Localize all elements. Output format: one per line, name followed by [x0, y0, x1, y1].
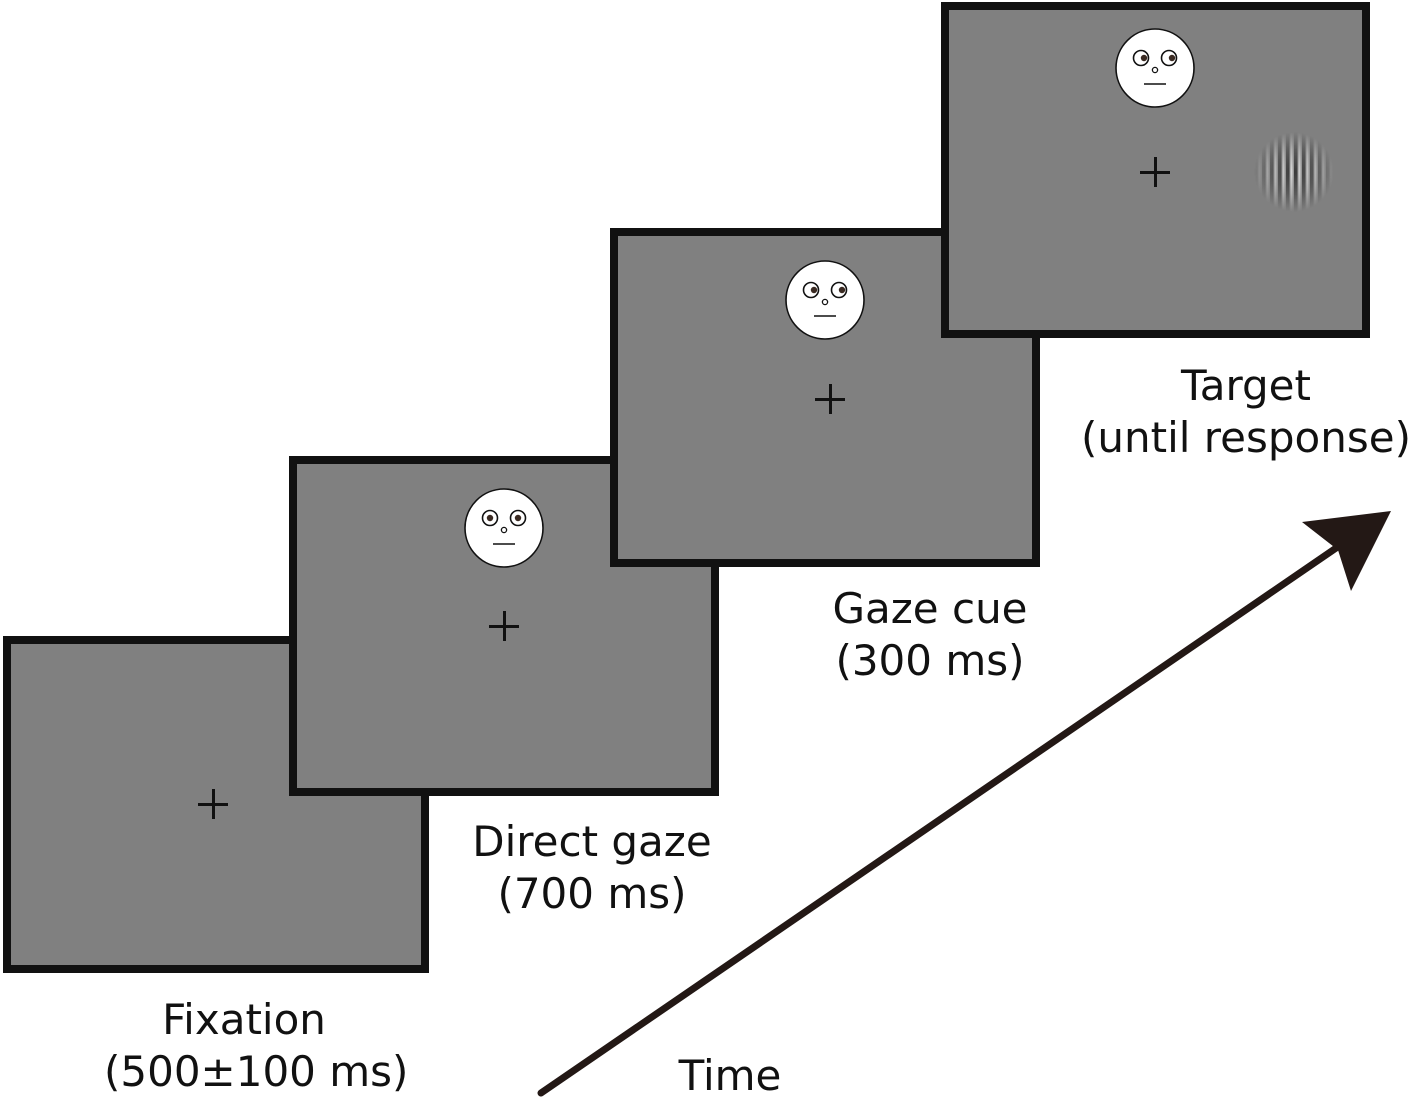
fixation-cross [815, 384, 845, 414]
direct-gaze-face-icon [464, 488, 544, 568]
gabor-target-icon [1254, 132, 1334, 212]
stage-label: Target [1181, 361, 1311, 410]
direct-gaze-caption: Direct gaze (700 ms) [462, 816, 722, 920]
averted-gaze-face-icon [785, 260, 865, 340]
stage-duration: (700 ms) [497, 869, 687, 918]
stage-label: Gaze cue [832, 584, 1028, 633]
target-caption: Target (until response) [1078, 360, 1414, 464]
stage-label: Direct gaze [472, 817, 712, 866]
stage-duration: (500±100 ms) [104, 1047, 409, 1096]
gaze-cue-caption: Gaze cue (300 ms) [820, 583, 1040, 687]
stage-label: Fixation [162, 995, 326, 1044]
time-label: Time [678, 1051, 782, 1100]
fixation-cross [1140, 157, 1170, 187]
time-arrow-head [1302, 511, 1391, 591]
stage-duration: (until response) [1081, 413, 1411, 462]
averted-gaze-face-icon [1115, 28, 1195, 108]
fixation-cross [198, 789, 228, 819]
fixation-caption: Fixation (500±100 ms) [104, 994, 409, 1098]
stage-duration: (300 ms) [835, 636, 1025, 685]
target-screen [941, 2, 1370, 338]
fixation-cross [489, 611, 519, 641]
time-arrow-shaft [537, 529, 1362, 1097]
